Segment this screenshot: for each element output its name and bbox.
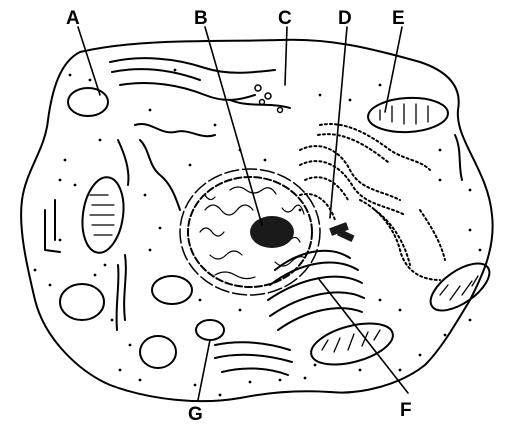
rough-er — [300, 124, 445, 280]
leader-line-c — [285, 27, 287, 85]
leader-line-g — [198, 340, 210, 400]
lysosome-g — [196, 320, 224, 340]
nucleolus — [250, 216, 294, 248]
vacuole-small — [140, 336, 176, 368]
label-b: B — [194, 8, 208, 29]
label-e: E — [392, 8, 405, 29]
leader-line-f — [318, 278, 408, 393]
label-d: D — [338, 8, 352, 29]
label-c: C — [278, 8, 292, 29]
leader-line-d — [330, 27, 347, 218]
vesicles — [255, 85, 283, 113]
lysosome-middle — [152, 276, 192, 304]
nucleus — [180, 169, 320, 295]
label-g: G — [188, 404, 203, 425]
vacuole — [60, 284, 104, 320]
leader-line-b — [205, 27, 262, 225]
leader-line-a — [78, 27, 100, 95]
label-a: A — [66, 8, 80, 29]
lysosome-top-left — [68, 88, 108, 116]
mitochondrion-left — [78, 175, 128, 256]
mitochondrion-bottom — [307, 316, 397, 373]
mitochondrion-top-right — [367, 96, 449, 134]
label-f: F — [400, 400, 412, 421]
centrioles — [329, 222, 354, 242]
